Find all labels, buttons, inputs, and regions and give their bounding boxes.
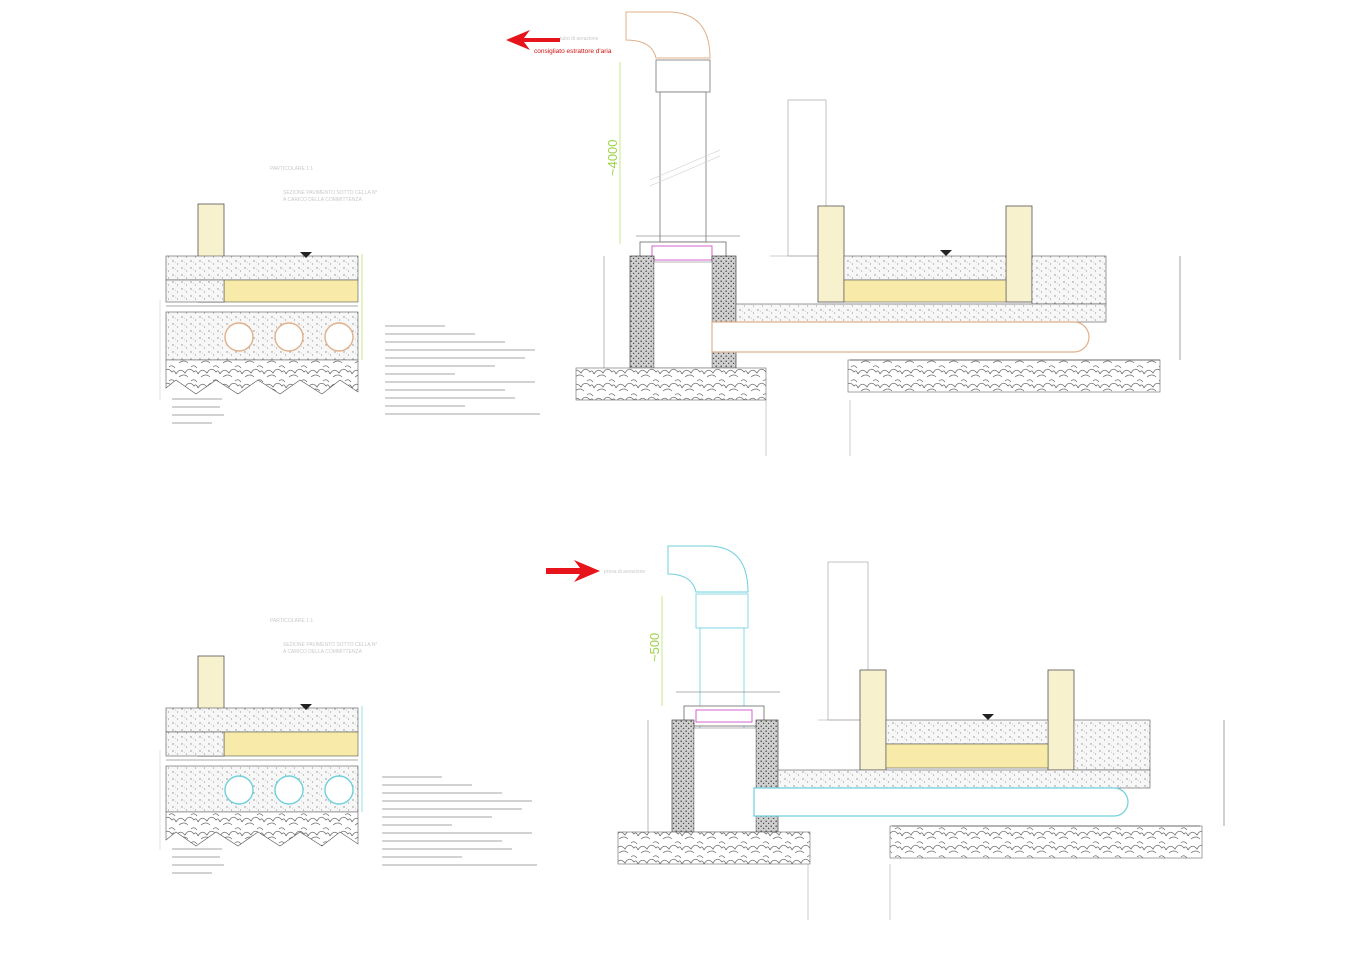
vent-pipe-bottom: ~500 — [647, 545, 765, 737]
svg-text:presa di aerazione: presa di aerazione — [604, 569, 645, 575]
svg-text:tubo di aerazione: tubo di aerazione — [560, 36, 599, 42]
vent-arrow-bottom: presa di aerazione — [546, 560, 645, 582]
vent-label: consigliato estrattore d'aria — [534, 48, 612, 55]
left-section-detail-top: PARTICOLARE 1:1 SEZIONE PAVIMENTO SOTTO … — [159, 166, 540, 424]
vent-arrow-top: tubo di aerazione consigliato estrattore… — [506, 30, 612, 55]
svg-text:PARTICOLARE 1:1: PARTICOLARE 1:1 — [270, 166, 313, 172]
svg-text:SEZIONE PAVIMENTO SOTTO CELLA: SEZIONE PAVIMENTO SOTTO CELLA N° — [283, 190, 377, 196]
svg-text:PARTICOLARE 1:1: PARTICOLARE 1:1 — [270, 618, 313, 624]
vent-pipe-top: ~4000 — [605, 11, 727, 265]
svg-text:A CARICO DELLA COMMITTENZA: A CARICO DELLA COMMITTENZA — [283, 197, 363, 203]
height-dimension-top: ~4000 — [605, 139, 620, 176]
svg-text:A CARICO DELLA COMMITTENZA: A CARICO DELLA COMMITTENZA — [283, 649, 363, 655]
main-section-top — [575, 99, 1181, 456]
height-dimension-bottom: ~500 — [647, 633, 662, 662]
left-section-detail-bottom: PARTICOLARE 1:1 SEZIONE PAVIMENTO SOTTO … — [159, 618, 537, 874]
svg-text:SEZIONE PAVIMENTO SOTTO CELLA: SEZIONE PAVIMENTO SOTTO CELLA N° — [283, 642, 377, 648]
main-section-bottom — [617, 561, 1225, 920]
